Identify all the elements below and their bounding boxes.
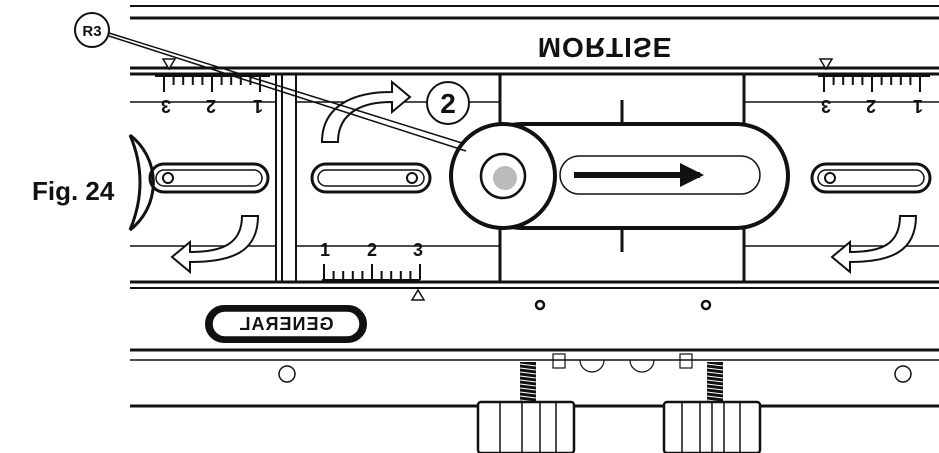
scale-label: 2 bbox=[866, 96, 876, 116]
left-slot bbox=[148, 162, 270, 194]
scale-label: 1 bbox=[320, 240, 330, 260]
rod-thread bbox=[519, 391, 537, 395]
rod-thread bbox=[519, 363, 537, 367]
curved-arrow-up-icon bbox=[320, 79, 412, 143]
rod-thread bbox=[706, 363, 724, 367]
top-rail bbox=[130, 5, 939, 70]
curved-arrow-right-lower-icon bbox=[830, 215, 918, 275]
middle-slot bbox=[310, 162, 432, 194]
rod-thread bbox=[519, 375, 537, 379]
rod-thread bbox=[706, 379, 724, 383]
figure-label: Fig. 24 bbox=[32, 176, 115, 206]
rod-thread bbox=[519, 379, 537, 383]
knob-left-icon[interactable] bbox=[476, 400, 576, 453]
rod-thread bbox=[519, 387, 537, 391]
step-callout: 2 bbox=[426, 81, 470, 125]
svg-text:R3: R3 bbox=[82, 23, 101, 40]
rod-thread bbox=[706, 375, 724, 379]
knob-right-icon[interactable] bbox=[662, 400, 762, 453]
scale-label: 2 bbox=[206, 96, 216, 116]
rod-thread bbox=[706, 391, 724, 395]
scale-label: 3 bbox=[413, 240, 423, 260]
scale-label: 1 bbox=[253, 96, 263, 116]
rod-thread bbox=[706, 371, 724, 375]
mortise-label: MORTISE bbox=[538, 32, 673, 63]
rod-thread bbox=[519, 395, 537, 399]
router-guide bbox=[449, 100, 790, 252]
curved-arrow-left-icon bbox=[170, 215, 260, 275]
svg-text:2: 2 bbox=[440, 88, 456, 119]
pin-icon bbox=[493, 166, 517, 190]
scale-label: 3 bbox=[821, 96, 831, 116]
brand-logo: GENERAL bbox=[238, 314, 333, 334]
rod-thread bbox=[519, 367, 537, 371]
base-plate bbox=[130, 299, 939, 408]
rod-thread bbox=[706, 387, 724, 391]
rod-thread bbox=[706, 395, 724, 399]
rod-thread bbox=[519, 383, 537, 387]
scale-label: 3 bbox=[161, 96, 171, 116]
scale-label: 1 bbox=[913, 96, 923, 116]
rod-thread bbox=[519, 371, 537, 375]
r3-callout: R3 bbox=[74, 12, 467, 152]
right-slot bbox=[810, 162, 932, 194]
rod-thread bbox=[706, 383, 724, 387]
rod-thread bbox=[706, 367, 724, 371]
scale-label: 2 bbox=[367, 240, 377, 260]
